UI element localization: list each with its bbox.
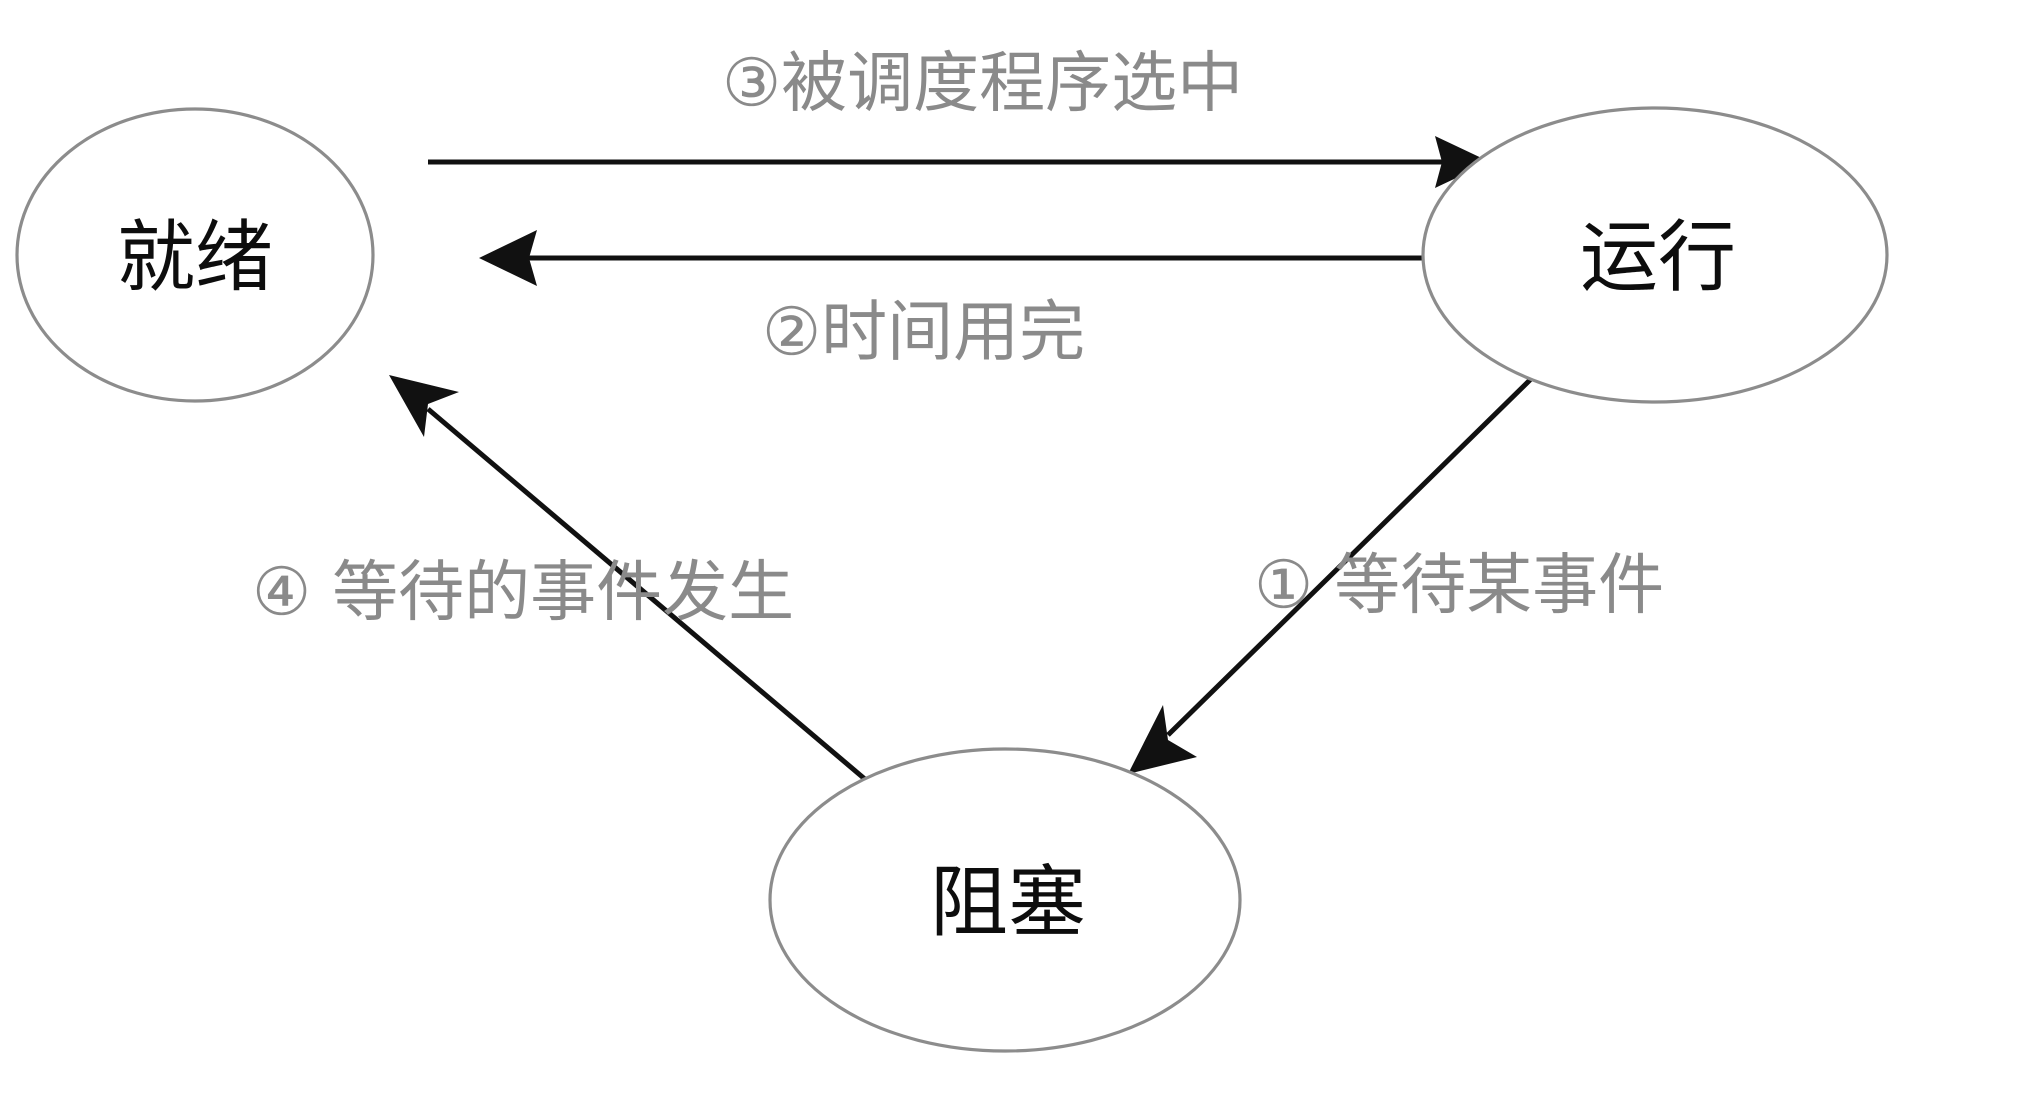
node-running[interactable]: 运行 [1421,106,1889,404]
node-ready-label: 就绪 [117,213,273,303]
edge-running-to-ready [479,230,1428,286]
edge-ready-to-running-arrowhead [1435,136,1490,188]
edge-ready-to-running [428,136,1490,188]
edge-running-to-blocked-line [1166,375,1535,737]
edge-label-ready-to-running: ③被调度程序选中 [722,45,1243,122]
edge-blocked-to-ready-arrowhead [389,375,459,437]
node-blocked[interactable]: 阻塞 [768,747,1242,1053]
edge-running-to-ready-arrowhead [479,230,537,286]
edge-running-to-blocked-arrowhead [1128,705,1197,774]
node-ready-shape[interactable] [15,107,375,403]
edge-blocked-to-ready-line [426,407,868,782]
edge-label-running-to-blocked: ① 等待某事件 [1254,547,1664,624]
node-ready[interactable]: 就绪 [15,107,375,403]
node-running-shape[interactable] [1421,106,1889,404]
node-running-label: 运行 [1580,213,1736,303]
edge-label-running-to-ready: ②时间用完 [762,294,1085,371]
edge-running-to-blocked [1128,375,1535,774]
edge-blocked-to-ready [389,375,868,782]
node-blocked-shape[interactable] [768,747,1242,1053]
node-blocked-label: 阻塞 [930,858,1086,948]
edge-label-blocked-to-ready: ④ 等待的事件发生 [252,554,794,631]
